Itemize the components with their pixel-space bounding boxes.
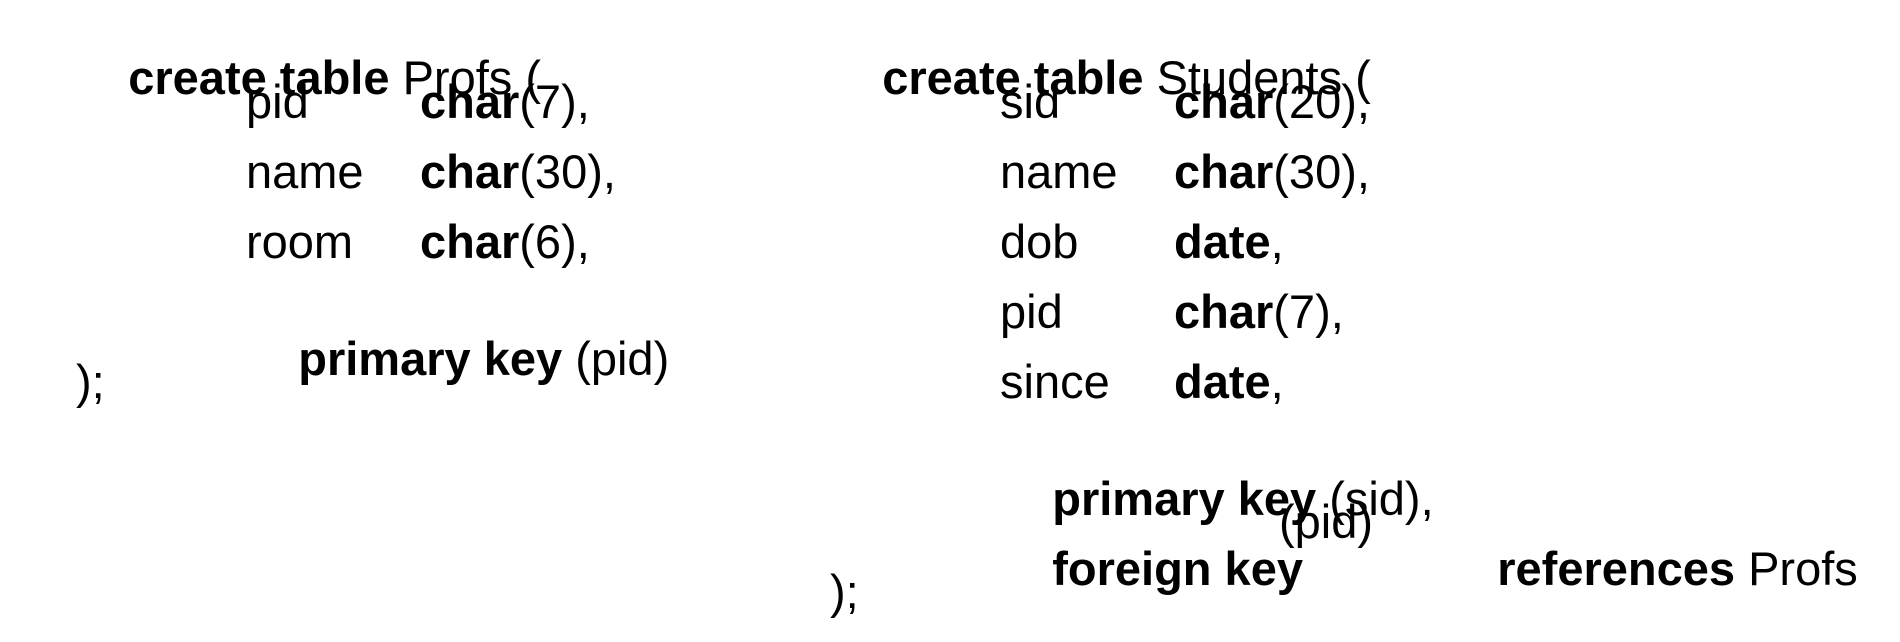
students-create-keyword: create table (882, 51, 1144, 104)
profs-column-name: room (246, 215, 354, 268)
students-foreign-key-keyword-line: foreign key (1000, 498, 1303, 592)
type-args: (7), (1273, 285, 1344, 338)
type-keyword: char (420, 215, 520, 268)
students-column-name: name (1000, 145, 1118, 198)
profs-table-name: Profs ( (402, 51, 541, 104)
students-column-type: date, (1174, 358, 1284, 414)
foreign-key-reference: references Profs (1445, 498, 1858, 592)
students-table-name: Students ( (1156, 51, 1371, 104)
profs-closing-paren: ); (76, 355, 105, 408)
type-keyword: date (1174, 355, 1271, 408)
students-column-type: date, (1174, 218, 1284, 274)
type-args: (30), (1273, 145, 1370, 198)
profs-primary-key-line: primary key (pid) (246, 288, 669, 382)
type-keyword: char (420, 145, 520, 198)
students-column-type: char(20), (1174, 78, 1370, 134)
type-args: , (1270, 215, 1284, 268)
foreign-key-columns: (pid) (1279, 495, 1374, 548)
students-column-type: char(7), (1174, 288, 1344, 344)
primary-key-keyword: primary key (1052, 472, 1317, 525)
profs-column-type: char(7), (420, 78, 590, 134)
profs-header-line: create table Profs ( (76, 7, 541, 101)
foreign-key-keyword: foreign key (1052, 542, 1303, 595)
students-primary-key-line: primary key (sid), (1000, 428, 1433, 522)
students-column-type: char(30), (1174, 148, 1370, 204)
students-column-name: sid (1000, 75, 1061, 128)
students-header-line: create table Students ( (830, 7, 1371, 101)
primary-key-keyword: primary key (298, 332, 563, 385)
primary-key-columns: (pid) (575, 332, 670, 385)
students-closing-paren: ); (830, 565, 859, 618)
primary-key-columns: (sid), (1329, 472, 1434, 525)
students-column-name: since (1000, 355, 1110, 408)
type-args: , (1270, 355, 1284, 408)
referenced-table: Profs (1748, 542, 1858, 595)
references-keyword: references (1497, 542, 1736, 595)
profs-column-name: name (246, 145, 364, 198)
type-args: (20), (1273, 75, 1370, 128)
profs-column-name: pid (246, 75, 309, 128)
type-keyword: char (1174, 145, 1274, 198)
profs-column-type: char(6), (420, 218, 590, 274)
profs-column-type: char(30), (420, 148, 616, 204)
type-args: (30), (519, 145, 616, 198)
type-keyword: date (1174, 215, 1271, 268)
type-args: (7), (519, 75, 590, 128)
profs-create-keyword: create table (128, 51, 390, 104)
type-keyword: char (1174, 75, 1274, 128)
type-args: (6), (519, 215, 590, 268)
type-keyword: char (1174, 285, 1274, 338)
type-keyword: char (420, 75, 520, 128)
students-column-name: pid (1000, 285, 1063, 338)
students-column-name: dob (1000, 215, 1079, 268)
